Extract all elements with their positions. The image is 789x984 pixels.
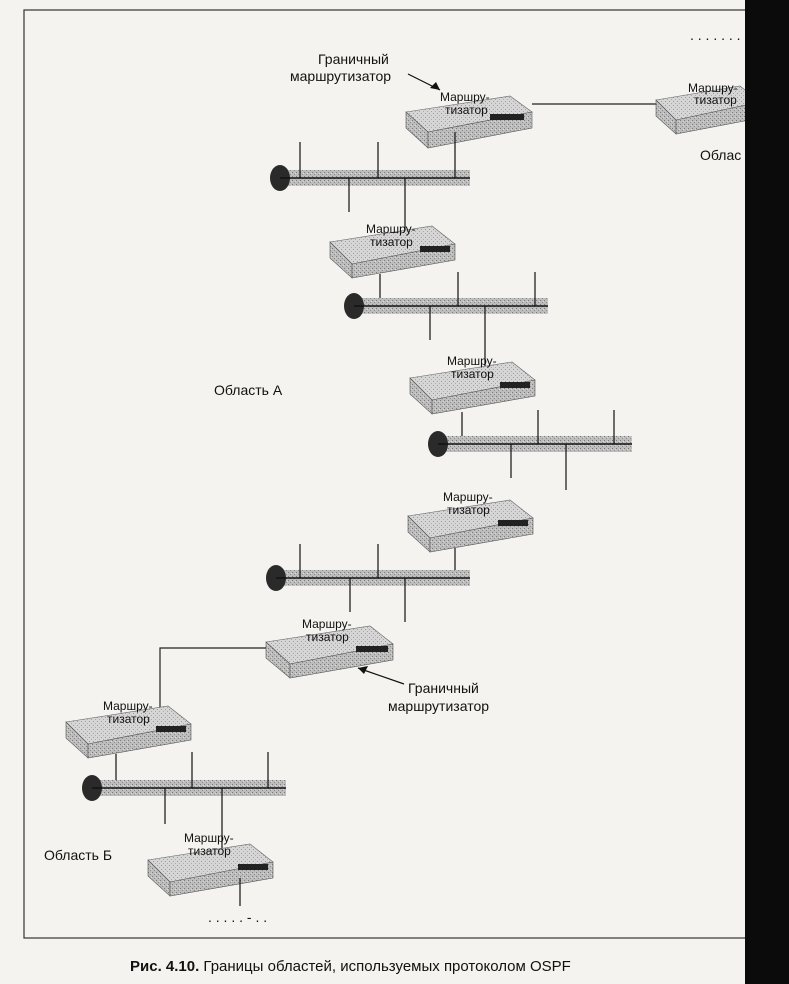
router-label-line1: Маршру- bbox=[302, 617, 352, 631]
router-border-top: Маршру- тизатор bbox=[405, 90, 533, 149]
figure-frame bbox=[23, 9, 755, 939]
router-border-lower: Маршру- тизатор bbox=[265, 617, 394, 679]
router-label-line2: тизатор bbox=[306, 630, 349, 644]
border-router-label-lower-line2: маршрутизатор bbox=[388, 698, 489, 714]
area-b-label: Область Б bbox=[44, 847, 112, 863]
caption-prefix: Рис. 4.10. bbox=[130, 958, 200, 975]
area-a-label: Область А bbox=[214, 382, 283, 398]
router-label-line1: Маршру- bbox=[688, 81, 738, 95]
network-segment-1 bbox=[270, 132, 470, 238]
figure-caption: Рис. 4.10. Границы областей, используемы… bbox=[130, 958, 750, 975]
border-router-label-lower-line1: Граничный bbox=[408, 680, 479, 696]
router-label-line1: Маршру- bbox=[103, 699, 153, 713]
router-label-line1: Маршру- bbox=[447, 354, 497, 368]
router-label-line2: тизатор bbox=[370, 235, 413, 249]
router-label-line2: тизатор bbox=[694, 93, 737, 107]
area-right-partial-label: Облас bbox=[700, 147, 741, 163]
router-label-line2: тизатор bbox=[447, 503, 490, 517]
router-label-line1: Маршру- bbox=[184, 831, 234, 845]
scan-page-edge bbox=[745, 0, 789, 984]
border-router-label-top-line1: Граничный bbox=[318, 51, 389, 67]
caption-text: Границы областей, используемых протоколо… bbox=[199, 958, 571, 975]
network-segment-2 bbox=[344, 272, 548, 366]
router-area-b-2: Маршру- тизатор bbox=[147, 831, 274, 897]
router-label-line2: тизатор bbox=[451, 367, 494, 381]
router-label-line1: Маршру- bbox=[443, 490, 493, 504]
router-label-line2: тизатор bbox=[445, 103, 488, 117]
router-2: Маршру- тизатор bbox=[329, 222, 456, 279]
link-to-area-b bbox=[159, 647, 266, 720]
router-area-b-1: Маршру- тизатор bbox=[65, 699, 192, 759]
dotted-continuation-top: . . . . . . . . bbox=[690, 27, 748, 43]
router-right-partial: Маршру- тизатор bbox=[655, 81, 761, 135]
router-3: Маршру- тизатор bbox=[409, 354, 536, 415]
network-segment-3 bbox=[428, 410, 632, 490]
router-label-line2: тизатор bbox=[188, 844, 231, 858]
router-4: Маршру- тизатор bbox=[407, 490, 534, 553]
arrow-head-top bbox=[430, 82, 440, 90]
router-label-line2: тизатор bbox=[107, 712, 150, 726]
arrow-head-lower bbox=[358, 666, 368, 674]
network-segment-4 bbox=[266, 544, 470, 622]
network-segment-5 bbox=[82, 752, 286, 850]
router-label-line1: Маршру- bbox=[440, 90, 490, 104]
router-label-line1: Маршру- bbox=[366, 222, 416, 236]
border-router-label-top-line2: маршрутизатор bbox=[290, 68, 391, 84]
dotted-continuation-bottom: . . . . . - . . bbox=[208, 909, 267, 925]
